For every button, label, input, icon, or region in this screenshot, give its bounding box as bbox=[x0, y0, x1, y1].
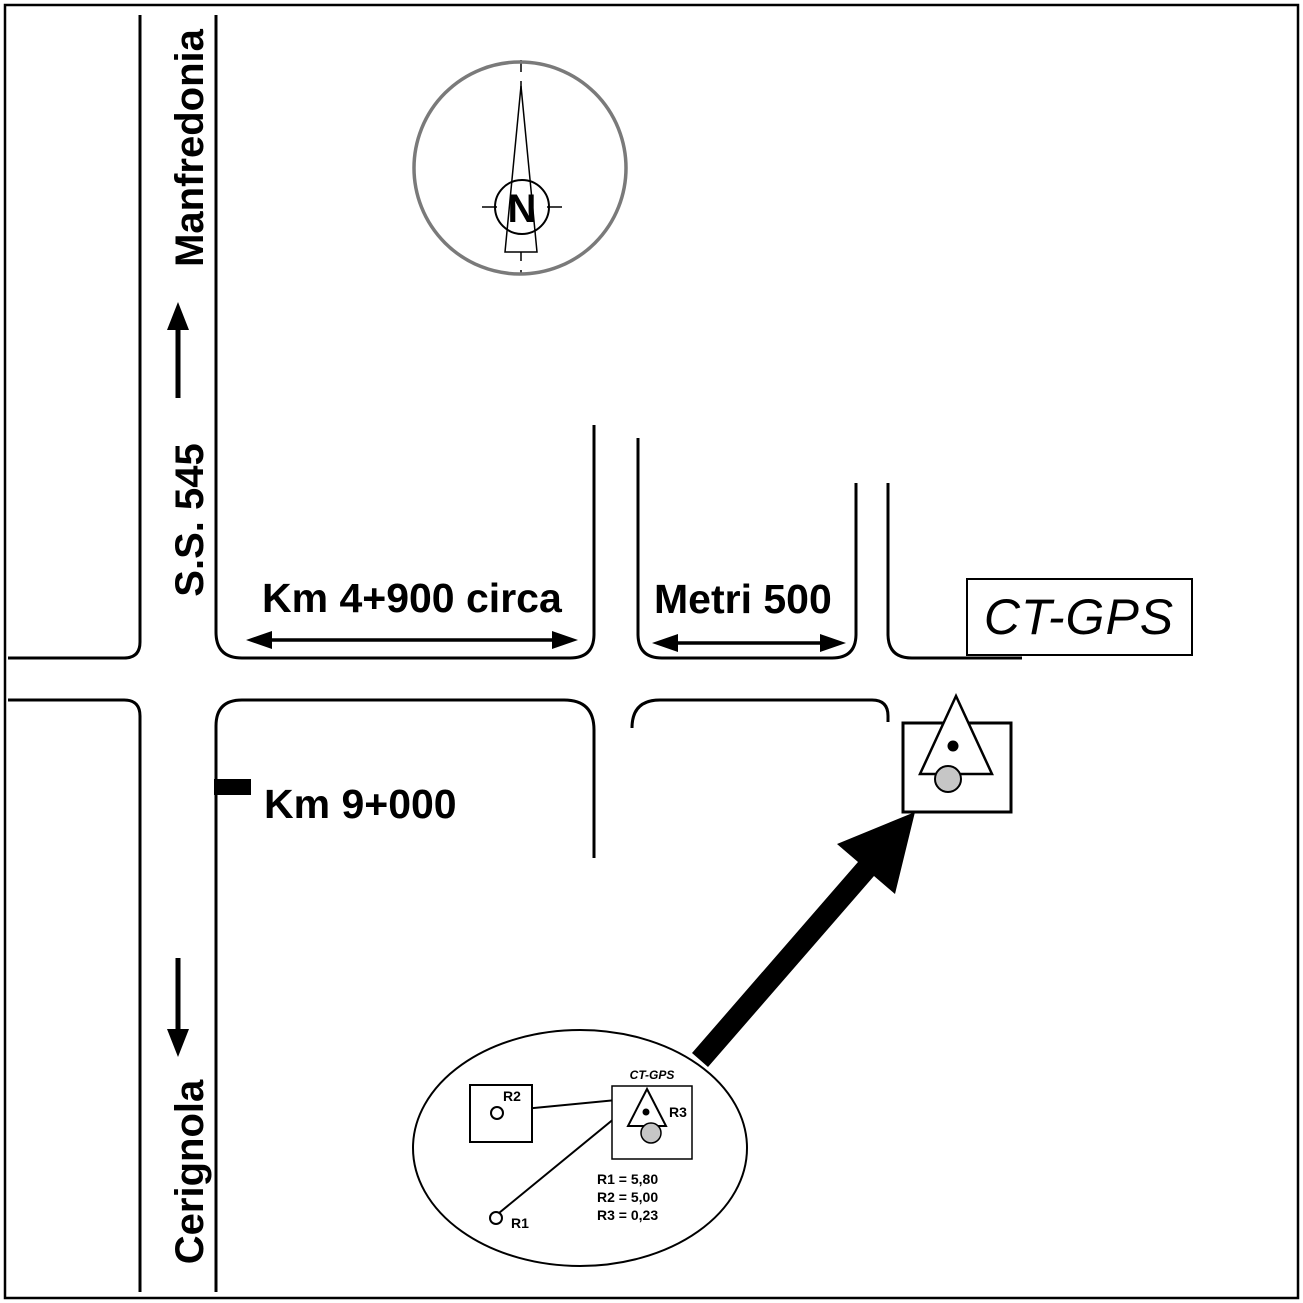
road-line-south-east bbox=[630, 698, 890, 729]
detail-ellipse bbox=[412, 1029, 748, 1267]
road-name-label: S.S. 545 bbox=[168, 443, 212, 596]
km-post-tick bbox=[214, 779, 251, 795]
detail-r2-label: R2 bbox=[503, 1088, 521, 1104]
road-line-sw-corner bbox=[8, 698, 142, 1292]
road-line-sideroad1-to-sideroad2 bbox=[636, 438, 858, 660]
detail-station-title: CT-GPS bbox=[630, 1068, 675, 1082]
road-line-sideroad2-east bbox=[886, 483, 1022, 660]
detail-r1-point bbox=[489, 1211, 503, 1225]
road-line-north-main-to-sideroad1 bbox=[214, 15, 596, 660]
locator-arrow bbox=[692, 812, 915, 1067]
north-arrow-head bbox=[167, 302, 189, 330]
distance-annotations: Km 4+900 circa Metri 500 Km 9+000 bbox=[214, 575, 846, 827]
compass-north-label: N bbox=[508, 187, 537, 231]
detail-r1-label: R1 bbox=[511, 1215, 529, 1231]
detail-station-dot bbox=[642, 1108, 650, 1116]
destination-south-label: Cerignola bbox=[168, 1079, 212, 1264]
km-4900-arrow-head-right bbox=[552, 631, 578, 649]
metri-500-label: Metri 500 bbox=[654, 576, 832, 622]
station-title-frame bbox=[966, 578, 1193, 656]
km-4900-arrow-head-left bbox=[246, 631, 272, 649]
measurement-r2: R2 = 5,00 bbox=[597, 1189, 658, 1205]
station-monument bbox=[901, 693, 1013, 814]
monument-center-dot bbox=[947, 740, 959, 752]
compass-needle bbox=[504, 85, 538, 253]
compass-rose: N bbox=[412, 60, 628, 276]
detail-r2-point bbox=[490, 1106, 504, 1120]
detail-measurements: R1 = 5,80 R2 = 5,00 R3 = 0,23 bbox=[597, 1171, 658, 1223]
metri-500-arrow-head-left bbox=[652, 634, 678, 652]
detail-bubble: R2 CT-GPS R3 R1 R1 = 5,80 R2 = 5,00 R3 =… bbox=[412, 1029, 748, 1267]
page-border bbox=[3, 3, 1300, 1300]
measurement-r3: R3 = 0,23 bbox=[597, 1207, 658, 1223]
detail-r3-label: R3 bbox=[669, 1104, 687, 1120]
road-network bbox=[8, 15, 1022, 1292]
road-line-nw-corner bbox=[8, 15, 142, 660]
destination-north-label: Manfredonia bbox=[168, 28, 212, 267]
metri-500-arrow-head-right bbox=[820, 634, 846, 652]
detail-station-benchmark bbox=[640, 1122, 662, 1144]
km-4900-label: Km 4+900 circa bbox=[262, 575, 563, 621]
monument-benchmark-circle bbox=[934, 765, 962, 793]
south-arrow-head bbox=[167, 1029, 189, 1057]
road-line-south-main-with-stub bbox=[214, 698, 596, 1292]
compass-outer-ring bbox=[412, 60, 628, 276]
km-9000-label: Km 9+000 bbox=[264, 781, 457, 827]
road-direction-labels: Manfredonia S.S. 545 Cerignola bbox=[167, 28, 212, 1264]
station-title-label: CT-GPS bbox=[984, 589, 1174, 645]
measurement-r1: R1 = 5,80 bbox=[597, 1171, 658, 1187]
station-title-box: CT-GPS bbox=[966, 578, 1193, 656]
